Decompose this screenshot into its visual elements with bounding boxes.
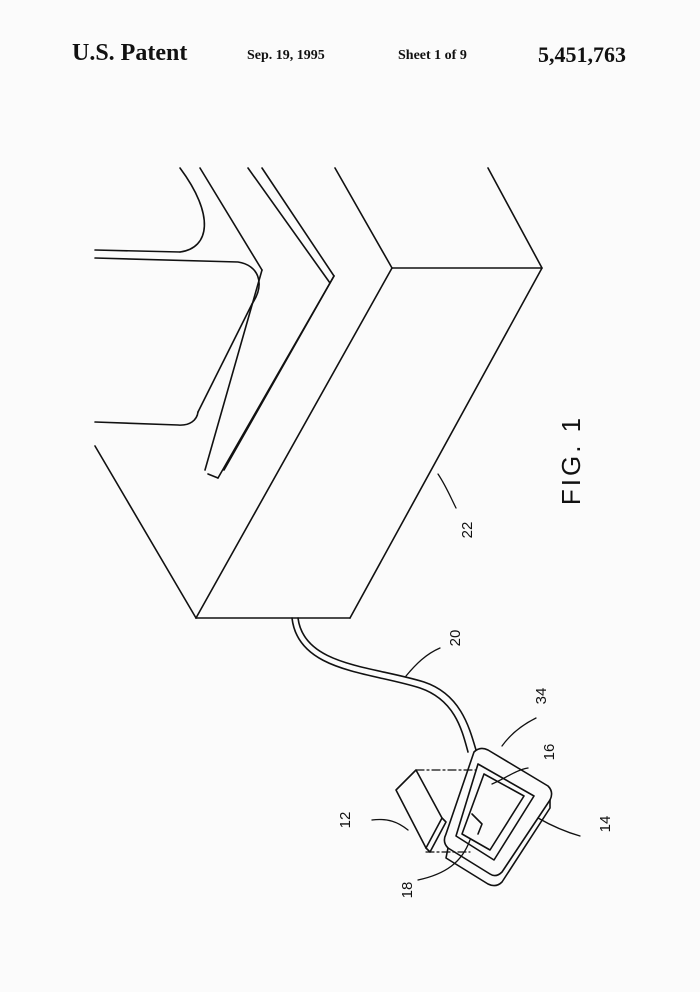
ref-label-16: 16 <box>541 744 558 761</box>
leader-18 <box>417 839 471 881</box>
ref-label-14: 14 <box>597 816 614 833</box>
leader-22 <box>437 473 457 509</box>
well-inner-ramp <box>197 303 253 413</box>
well-inner-corner <box>94 257 260 305</box>
projection-lines <box>415 769 477 853</box>
leader-34 <box>501 717 537 747</box>
base-outer <box>443 747 553 877</box>
well-outer-top <box>199 167 263 271</box>
base-side <box>445 799 551 887</box>
housing-bottom-edge <box>94 445 197 619</box>
channel-inner-bottom <box>223 275 335 471</box>
sheet-number: Sheet 1 of 9 <box>398 48 467 63</box>
ref-label-12: 12 <box>337 812 354 829</box>
patent-number: 5,451,763 <box>538 42 626 67</box>
pad-card <box>395 769 447 853</box>
base-inner <box>455 763 535 861</box>
pad-top <box>395 769 443 849</box>
housing-end-face <box>349 267 543 619</box>
ref-label-20: 20 <box>447 630 464 647</box>
ref-label-34: 34 <box>533 688 550 705</box>
well-inner-top <box>179 167 206 253</box>
patent-label: U.S. Patent <box>72 40 188 66</box>
patent-header: U.S. Patent Sep. 19, 1995 Sheet 1 of 9 5… <box>0 0 700 90</box>
recess-inner <box>471 813 483 835</box>
leader-20 <box>405 647 441 677</box>
channel-outer-top <box>247 167 331 284</box>
patent-date: Sep. 19, 1995 <box>247 48 325 63</box>
housing-front-edge <box>195 267 393 619</box>
well-back-line <box>94 249 181 253</box>
housing-top-edge <box>334 167 393 269</box>
leader-12 <box>371 818 409 831</box>
figure-caption: FIG. 1 <box>556 415 586 505</box>
ref-label-18: 18 <box>399 882 416 899</box>
well-outer-bottom <box>204 269 263 471</box>
channel-lip-bottom <box>207 473 219 479</box>
leader-16 <box>491 767 529 785</box>
leader-lines <box>371 473 581 881</box>
mattress-housing <box>94 167 543 619</box>
housing-end-top-edge <box>487 167 543 269</box>
channel-inner-top <box>261 167 335 277</box>
recess-16 <box>461 773 525 851</box>
well-floor <box>94 411 199 426</box>
ref-label-22: 22 <box>459 522 476 539</box>
connection-hose <box>291 617 477 753</box>
pad-edge <box>425 817 447 853</box>
leader-14 <box>537 817 581 837</box>
base-unit <box>443 747 553 887</box>
